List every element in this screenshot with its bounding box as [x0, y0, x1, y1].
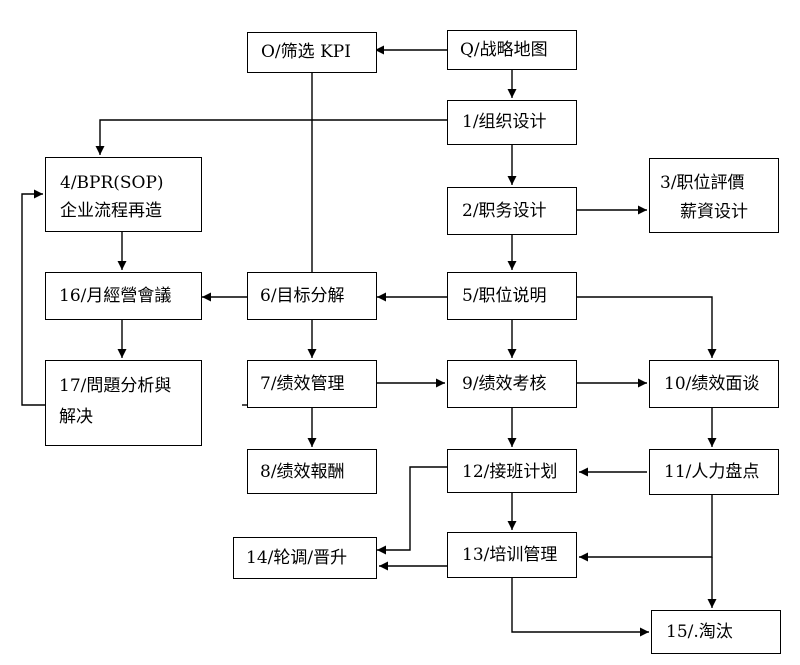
node-label: 11/人力盘点	[664, 462, 760, 482]
node-rotation-promotion: 14/轮调/晋升	[233, 537, 377, 579]
edge-problem-feedback-to-bpr	[21, 189, 45, 406]
node-label-line2: 薪資设计	[680, 202, 748, 222]
node-label: 2/职务设计	[462, 201, 547, 221]
node-performance-reward: 8/绩效報酬	[247, 449, 377, 494]
node-problem-analysis: 17/問題分析與 解决	[45, 360, 202, 446]
node-kpi-screening: O/筛选 KPI	[247, 32, 377, 73]
node-job-description: 5/职位说明	[447, 272, 577, 320]
node-label: 9/绩效考核	[462, 374, 547, 394]
node-monthly-meeting: 16/月經營會議	[45, 272, 202, 320]
node-label: 13/培训管理	[462, 545, 558, 565]
node-performance-interview: 10/绩效面谈	[649, 360, 779, 408]
node-label-line2: 企业流程再造	[60, 201, 162, 221]
edge-desc-to-talk	[577, 296, 717, 358]
edge-invent-to-train	[579, 495, 713, 562]
node-label: 5/职位说明	[462, 286, 547, 306]
node-org-design: 1/组织设计	[447, 100, 577, 145]
node-training-management: 13/培训管理	[447, 532, 577, 578]
node-duty-design: 2/职务设计	[447, 187, 577, 235]
edge-train-to-elim	[511, 578, 649, 637]
edge-org-to-bpr	[95, 119, 447, 155]
node-label: 8/绩效報酬	[260, 462, 345, 482]
node-label: 12/接班计划	[462, 462, 558, 482]
node-bpr-sop: 4/BPR(SOP) 企业流程再造	[45, 157, 202, 232]
node-succession-plan: 12/接班计划	[447, 449, 577, 493]
node-elimination: 15/.淘汰	[651, 610, 781, 654]
node-label: O/筛选 KPI	[261, 42, 351, 62]
node-performance-assessment: 9/绩效考核	[447, 360, 577, 408]
node-label-line1: 3/职位評價	[660, 173, 745, 193]
node-performance-management: 7/绩效管理	[247, 360, 377, 408]
edge-succ-to-rotate	[377, 466, 447, 555]
node-label: 14/轮调/晋升	[246, 548, 348, 568]
node-label: Q/战略地图	[460, 40, 548, 60]
node-label: 6/目标分解	[260, 286, 345, 306]
node-label: 7/绩效管理	[260, 374, 345, 394]
node-strategy-map: Q/战略地图	[447, 30, 577, 70]
node-label: 10/绩效面谈	[664, 374, 760, 394]
node-manpower-inventory: 11/人力盘点	[649, 449, 779, 495]
node-goal-breakdown: 6/目标分解	[247, 272, 377, 320]
node-job-evaluation: 3/职位評價 薪資设计	[649, 158, 779, 233]
node-label: 15/.淘汰	[666, 622, 733, 642]
node-label-line2: 解决	[59, 407, 93, 427]
node-label: 16/月經營會議	[59, 286, 172, 306]
node-label-line1: 17/問題分析與	[59, 376, 172, 396]
node-label: 1/组织设计	[462, 112, 547, 132]
node-label-line1: 4/BPR(SOP)	[60, 173, 164, 193]
